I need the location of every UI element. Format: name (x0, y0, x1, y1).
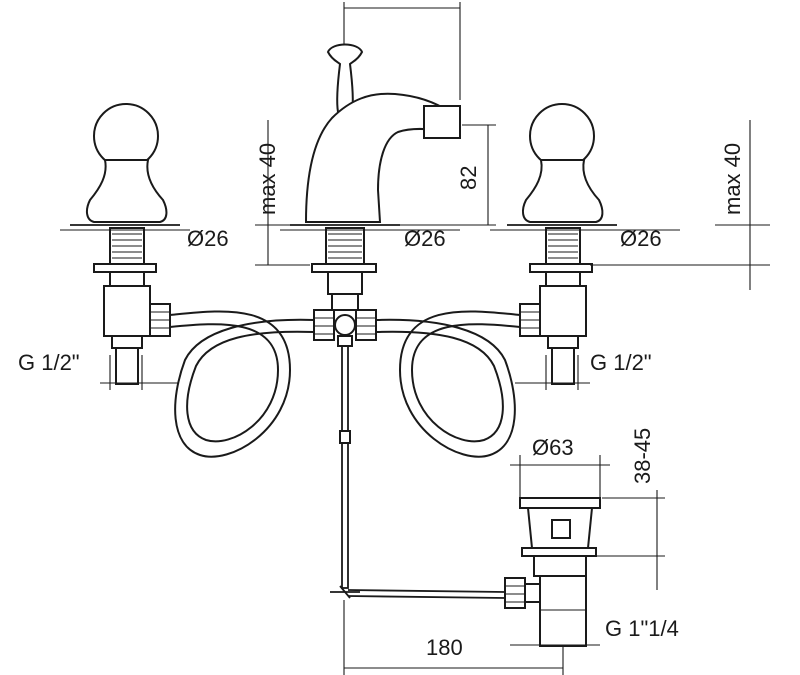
dimension-lines (60, 2, 770, 675)
waste-assembly (504, 497, 601, 647)
right-max-label: max 40 (720, 143, 745, 215)
center-diameter-label: Ø26 (404, 226, 446, 251)
waste-height-label: 38-45 (630, 428, 655, 484)
left-thread-label: G 1/2" (18, 350, 80, 375)
spout-height-label: 82 (456, 166, 481, 190)
right-valve-diameter-label: Ø26 (620, 226, 662, 251)
left-max-label: max 40 (255, 143, 280, 215)
right-valve (507, 103, 617, 385)
left-valve-diameter-label: Ø26 (187, 226, 229, 251)
waste-diameter-label: Ø63 (532, 435, 574, 460)
hoses (169, 310, 521, 458)
spout (290, 43, 506, 599)
right-thread-label: G 1/2" (590, 350, 652, 375)
spacing-label: 180 (426, 635, 463, 660)
waste-thread-label: G 1"1/4 (605, 616, 679, 641)
left-valve (70, 103, 180, 385)
